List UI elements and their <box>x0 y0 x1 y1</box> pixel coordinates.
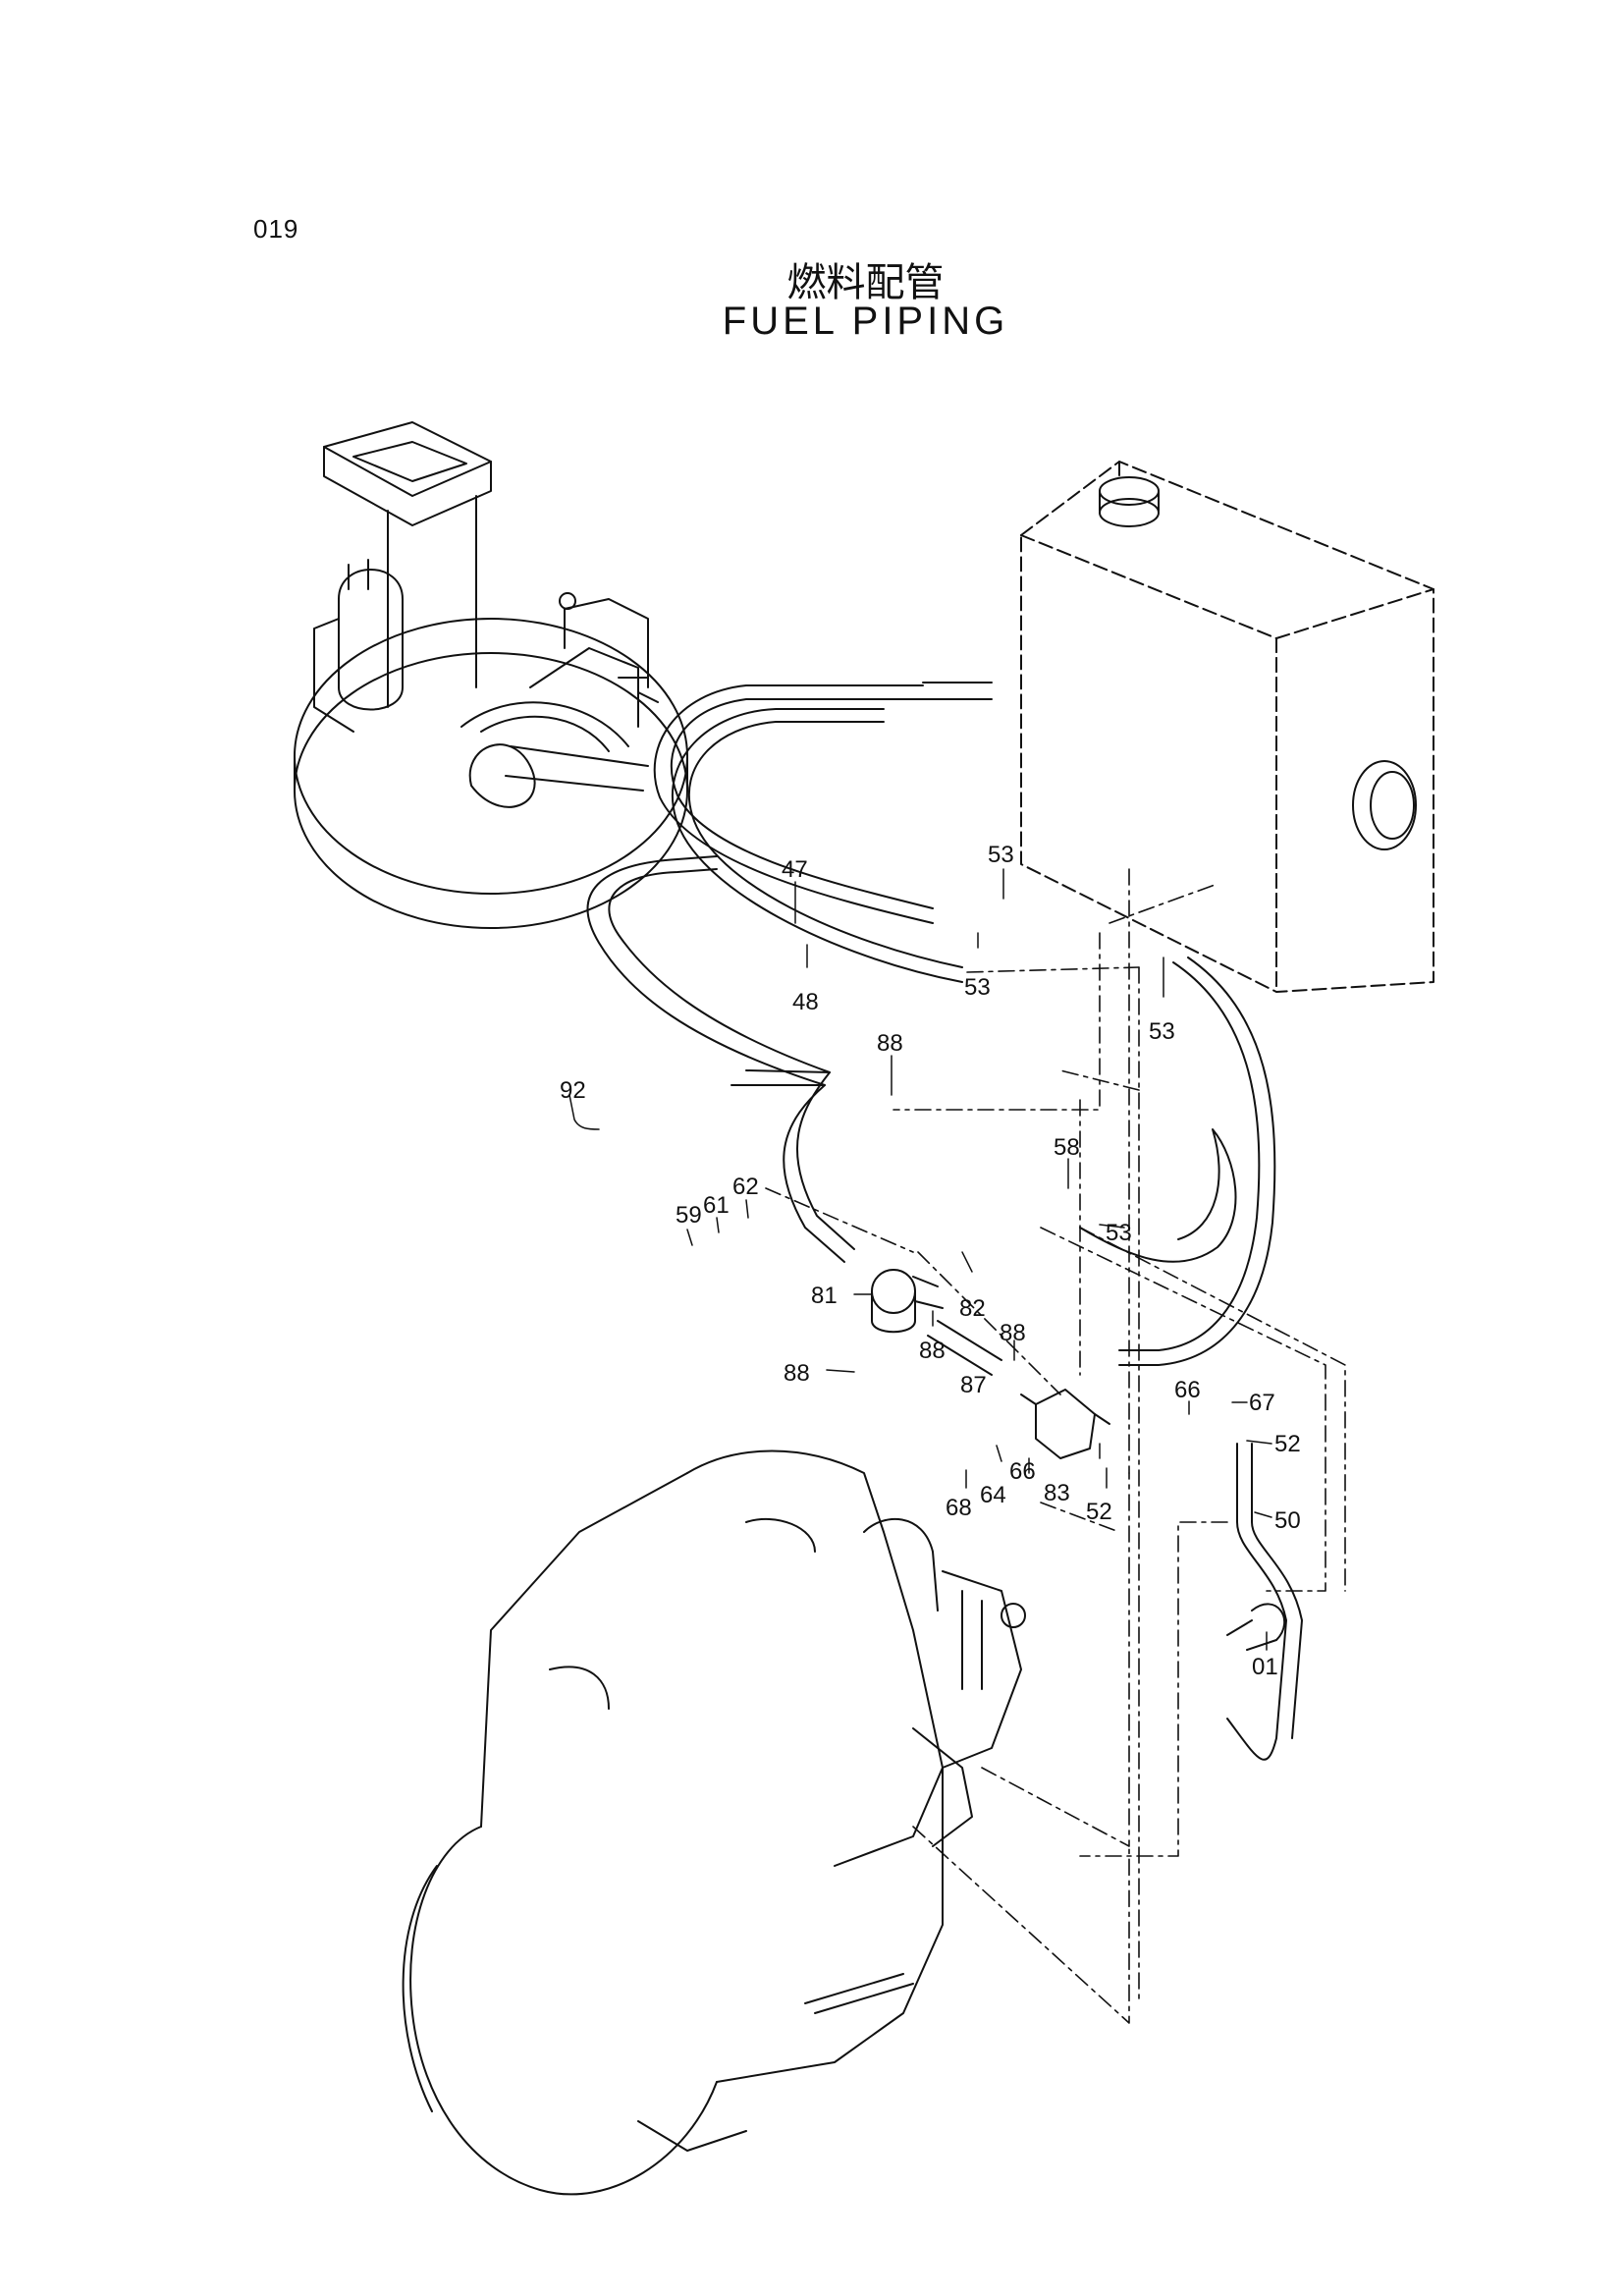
part-label-01: 01 <box>1252 1654 1278 1680</box>
part-label-64: 64 <box>980 1482 1006 1508</box>
part-label-53-mid: 53 <box>1106 1220 1132 1246</box>
part-label-50: 50 <box>1274 1507 1301 1534</box>
clamp-01 <box>1226 1603 1286 1651</box>
part-label-53-top: 53 <box>988 842 1014 868</box>
fuel-tank-port <box>1352 760 1417 850</box>
part-label-52-lower: 52 <box>1086 1499 1112 1525</box>
part-label-88-filter: 88 <box>919 1338 946 1364</box>
assembly-guide-lines <box>765 868 1346 2024</box>
part-label-59: 59 <box>676 1202 702 1229</box>
fuel-tank-cap <box>1099 476 1160 527</box>
part-label-87: 87 <box>960 1372 987 1398</box>
fuel-tank-outline <box>1020 461 1434 993</box>
title-english: FUEL PIPING <box>722 300 1009 343</box>
part-label-53-right: 53 <box>1149 1018 1175 1045</box>
part-label-88-hose: 88 <box>1000 1320 1026 1346</box>
title-japanese: 燃料配管 <box>786 260 945 305</box>
hose-47 <box>653 682 993 924</box>
machine-overview-illustration <box>294 421 688 929</box>
hose-87 <box>927 1320 1002 1376</box>
part-label-92: 92 <box>560 1077 586 1104</box>
leader-lines <box>568 868 1272 1651</box>
hose-return-right <box>1079 957 1276 1366</box>
part-label-62: 62 <box>732 1174 759 1200</box>
part-label-61: 61 <box>703 1192 730 1219</box>
part-label-83: 83 <box>1044 1480 1070 1506</box>
hose-50 <box>1226 1443 1303 1761</box>
page-number: 019 <box>253 214 299 244</box>
fuel-pump-83 <box>1020 1389 1110 1459</box>
part-label-52-right: 52 <box>1274 1431 1301 1457</box>
part-label-66-left: 66 <box>1009 1458 1036 1485</box>
part-label-88-top: 88 <box>877 1030 903 1057</box>
hose-48 <box>671 708 963 983</box>
part-label-53-lower: 53 <box>964 974 991 1001</box>
part-label-58: 58 <box>1054 1134 1080 1161</box>
hose-92 <box>586 855 855 1263</box>
part-label-66-right: 66 <box>1174 1377 1201 1403</box>
part-label-67: 67 <box>1249 1390 1275 1416</box>
part-label-88-left: 88 <box>784 1360 810 1387</box>
part-label-82: 82 <box>959 1295 986 1322</box>
engine-illustration <box>402 1449 1026 2196</box>
part-labels: 47 53 48 53 53 88 92 58 59 61 62 53 81 8… <box>560 842 1301 1680</box>
part-label-48: 48 <box>792 989 819 1015</box>
fuel-filter-81 <box>871 1269 944 1334</box>
part-label-68: 68 <box>946 1495 972 1521</box>
part-label-47: 47 <box>782 856 808 883</box>
part-label-81: 81 <box>811 1283 838 1309</box>
